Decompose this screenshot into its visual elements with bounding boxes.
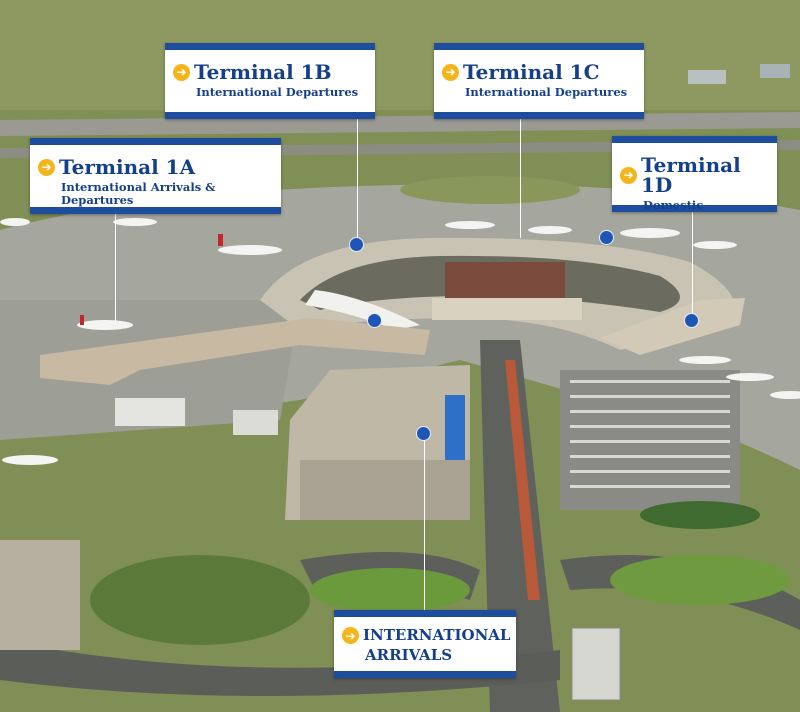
label-title: Terminal 1B xyxy=(194,60,332,84)
southwest-buildings xyxy=(0,540,80,650)
label-terminal-1b[interactable]: ➔ Terminal 1B International Departures xyxy=(165,43,375,119)
parking-structure xyxy=(300,460,470,520)
leader-line-arrivals xyxy=(424,438,425,610)
central-forecourt xyxy=(432,298,582,320)
label-subtitle: Domestic xyxy=(643,198,704,212)
pin-international-arrivals[interactable] xyxy=(416,426,431,441)
hangar xyxy=(233,410,278,435)
pin-terminal-1d[interactable] xyxy=(684,313,699,328)
tree-line xyxy=(640,501,760,529)
aircraft-group xyxy=(0,218,800,465)
hangar xyxy=(115,398,185,426)
distant-building xyxy=(760,64,790,78)
aircraft-tails xyxy=(80,234,223,325)
label-international-arrivals[interactable]: ➔ INTERNATIONAL ARRIVALS xyxy=(334,610,516,678)
label-terminal-1c[interactable]: ➔ Terminal 1C International Departures xyxy=(434,43,644,119)
label-subtitle: International Departures xyxy=(465,85,628,99)
terminal-1a-building xyxy=(40,318,430,385)
arrow-right-icon: ➔ xyxy=(38,158,55,176)
pin-terminal-1b[interactable] xyxy=(349,237,364,252)
leader-line-1d xyxy=(692,210,693,315)
central-building xyxy=(445,262,565,300)
arrow-right-icon: ➔ xyxy=(173,63,190,81)
label-subtitle: ARRIVALS xyxy=(365,646,453,664)
terminal-1d-building xyxy=(600,298,745,355)
distant-building xyxy=(688,70,726,84)
pin-terminal-1c[interactable] xyxy=(599,230,614,245)
label-terminal-1a[interactable]: ➔ Terminal 1A International Arrivals & D… xyxy=(30,138,281,214)
signpost xyxy=(571,627,621,701)
leader-line-1c xyxy=(520,118,521,238)
canopy xyxy=(305,290,420,330)
label-terminal-1d[interactable]: ➔ Terminal 1D Domestic xyxy=(612,136,777,212)
arrow-right-icon: ➔ xyxy=(620,166,637,184)
grass-roundabout xyxy=(310,568,470,612)
label-title: Terminal 1A xyxy=(59,155,196,179)
trees-southwest xyxy=(90,555,310,645)
label-title: Terminal 1D xyxy=(641,153,741,197)
label-subtitle: International Departures xyxy=(196,85,359,99)
blue-roof xyxy=(445,395,465,465)
arrow-right-icon: ➔ xyxy=(342,627,359,644)
median xyxy=(505,360,540,600)
label-subtitle: International Arrivals & Departures xyxy=(61,180,216,207)
pin-terminal-1a[interactable] xyxy=(367,313,382,328)
grass-island xyxy=(400,176,580,204)
label-title: INTERNATIONAL xyxy=(363,626,511,644)
far-field xyxy=(0,0,800,110)
parked-cars xyxy=(570,380,730,488)
label-title: Terminal 1C xyxy=(463,60,600,84)
arrow-right-icon: ➔ xyxy=(442,63,459,81)
leader-line-1b xyxy=(357,118,358,238)
leader-line-1a xyxy=(115,212,116,322)
south-road xyxy=(0,640,560,696)
grass-east xyxy=(610,555,790,605)
